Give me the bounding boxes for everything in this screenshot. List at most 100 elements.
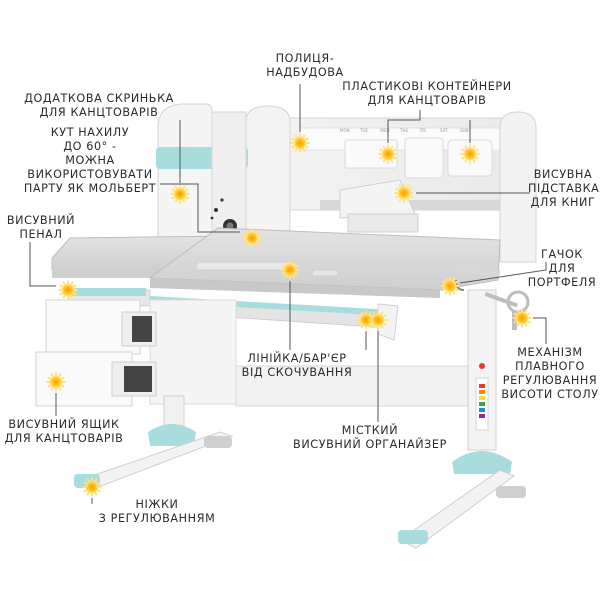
marker-ray — [94, 478, 98, 482]
marker-ray — [369, 322, 373, 326]
marker-ray — [513, 320, 517, 324]
marker-dot — [85, 480, 99, 494]
marker-ray — [524, 309, 528, 313]
marker-ray — [380, 325, 384, 329]
marker-ray — [174, 185, 178, 189]
marker-ray — [73, 292, 77, 296]
marker-ray — [368, 311, 372, 315]
marker-ray — [372, 311, 376, 315]
leader-line — [160, 183, 240, 233]
marker-ray — [461, 156, 465, 160]
marker-containers-2 — [460, 144, 480, 164]
marker-ray — [58, 387, 62, 391]
marker-ray — [464, 145, 468, 149]
marker-ray — [47, 376, 51, 380]
marker-ray — [291, 137, 295, 141]
marker-dot — [371, 313, 385, 327]
marker-ray — [50, 373, 54, 377]
marker-ray — [455, 288, 459, 292]
leader-line — [29, 242, 56, 287]
marker-ray — [441, 280, 445, 284]
marker-ray — [294, 134, 298, 138]
marker-ray — [83, 489, 87, 493]
marker-ray — [73, 284, 77, 288]
marker-ray — [524, 323, 528, 327]
marker-ray — [292, 261, 296, 265]
marker-ray — [281, 272, 285, 276]
marker-tilt-angle — [242, 228, 262, 248]
marker-dot — [173, 187, 187, 201]
marker-ray — [383, 322, 387, 326]
svg-text:FRI: FRI — [420, 128, 426, 133]
marker-ray — [86, 492, 90, 496]
marker-dot — [443, 279, 457, 293]
marker-ray — [70, 295, 74, 299]
marker-ray — [62, 295, 66, 299]
marker-ray — [360, 325, 364, 329]
marker-ray — [292, 275, 296, 279]
marker-ray — [382, 159, 386, 163]
marker-ray — [472, 159, 476, 163]
marker-ray — [83, 481, 87, 485]
marker-ray — [174, 199, 178, 203]
desk-legs — [74, 289, 526, 549]
marker-ray — [441, 288, 445, 292]
svg-text:THU: THU — [399, 128, 408, 133]
marker-mechanism — [512, 308, 532, 328]
marker-ray — [284, 275, 288, 279]
marker-ray — [185, 188, 189, 192]
marker-ray — [379, 148, 383, 152]
marker-ray — [94, 492, 98, 496]
label-shelf: ПОЛИЦЯ-НАДБУДОВА — [266, 52, 344, 79]
marker-ray — [357, 322, 361, 326]
marker-ray — [185, 196, 189, 200]
marker-ray — [305, 145, 309, 149]
marker-ray — [281, 264, 285, 268]
marker-organizer-top — [280, 260, 300, 280]
extra-box — [156, 103, 248, 241]
marker-ray — [395, 187, 399, 191]
marker-ray — [302, 148, 306, 152]
marker-ray — [295, 264, 299, 268]
marker-ray — [182, 199, 186, 203]
marker-ray — [246, 229, 250, 233]
svg-text:WED: WED — [380, 128, 390, 133]
marker-ray — [455, 280, 459, 284]
leader-line — [387, 110, 421, 143]
leader-line — [533, 317, 547, 344]
marker-ray — [406, 198, 410, 202]
leader-lines — [29, 84, 547, 504]
marker-shelf — [290, 133, 310, 153]
marker-ray — [395, 195, 399, 199]
marker-ray — [390, 145, 394, 149]
marker-ray — [398, 184, 402, 188]
marker-ray — [58, 373, 62, 377]
marker-ray — [291, 145, 295, 149]
marker-ray — [383, 314, 387, 318]
marker-organizer — [368, 310, 388, 330]
marker-ray — [527, 312, 531, 316]
svg-text:TUE: TUE — [359, 128, 368, 133]
marker-legs — [82, 477, 102, 497]
marker-ray — [254, 243, 258, 247]
drawer-unit — [35, 299, 157, 407]
marker-ray — [294, 148, 298, 152]
marker-ray — [372, 325, 376, 329]
desk-front-panel — [149, 299, 473, 407]
marker-ray — [357, 314, 361, 318]
marker-dot — [515, 311, 529, 325]
marker-ray — [444, 291, 448, 295]
marker-ray — [257, 232, 261, 236]
marker-bag-hook — [440, 276, 460, 296]
marker-ray — [406, 184, 410, 188]
marker-ray — [171, 188, 175, 192]
marker-ray — [409, 195, 413, 199]
marker-dot — [359, 313, 373, 327]
